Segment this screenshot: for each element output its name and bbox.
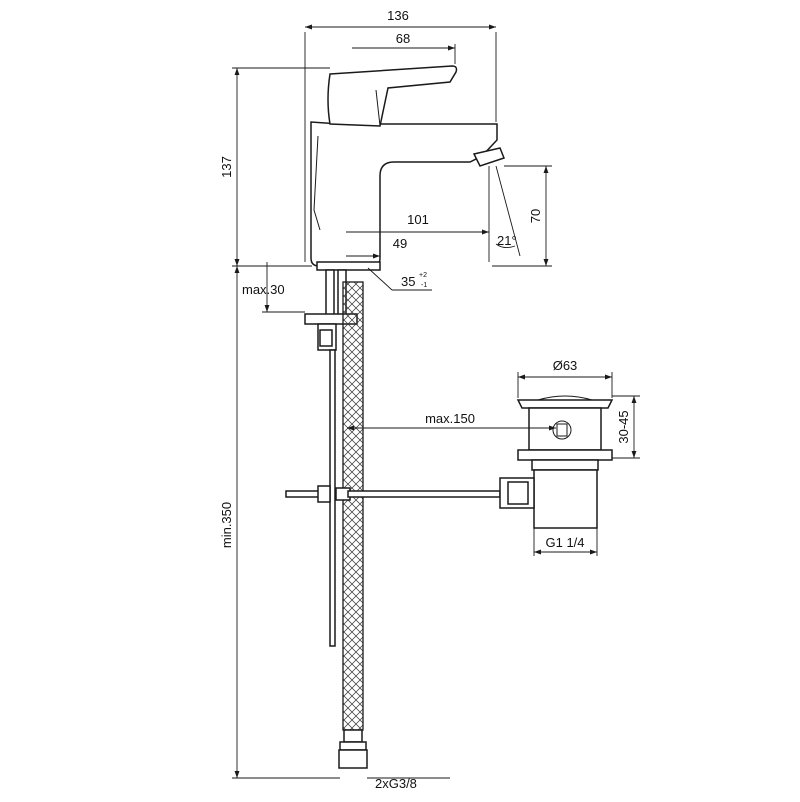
dim-rod-length: max.150	[347, 411, 556, 431]
label-21: 21°	[497, 233, 517, 248]
label-68: 68	[396, 31, 410, 46]
dim-spout-reach: 101	[346, 166, 490, 262]
faucet-body	[310, 65, 505, 271]
label-35: 35	[401, 274, 415, 289]
dim-aerator-angle: 21°	[495, 165, 521, 257]
label-101: 101	[407, 212, 429, 227]
label-min350: min.350	[219, 502, 234, 548]
dim-overall-width: 136	[304, 8, 497, 262]
shank-hoses	[304, 269, 368, 769]
dim-aerator-height: 70	[492, 165, 552, 267]
dim-lever-width: 68	[352, 31, 456, 64]
label-35-tol-plus: +2	[419, 272, 427, 279]
dim-waste-thread: G1 1/4	[533, 528, 598, 556]
popup-rod	[285, 485, 501, 503]
dim-hose-length: min.350	[219, 266, 340, 779]
dim-waste-height: 30-45	[612, 395, 640, 459]
label-d63: Ø63	[553, 358, 578, 373]
dim-height: 137	[219, 67, 330, 267]
label-max150: max.150	[425, 411, 475, 426]
label-49: 49	[393, 236, 407, 251]
label-136: 136	[387, 8, 409, 23]
waste-fitting	[499, 395, 614, 529]
label-g1-14: G1 1/4	[545, 535, 584, 550]
dim-base-offset: 49	[346, 236, 407, 259]
label-2xg38: 2xG3/8	[375, 776, 417, 791]
dim-deck-thickness: max.30	[242, 262, 305, 313]
label-max30: max.30	[242, 282, 285, 297]
dim-waste-diameter: Ø63	[517, 358, 613, 398]
dim-hose-connection: 2xG3/8	[367, 776, 450, 791]
label-30-45: 30-45	[616, 410, 631, 443]
label-70: 70	[528, 209, 543, 223]
label-35-tol-minus: -1	[421, 282, 427, 289]
dim-deck-hole: 35 +2 -1	[367, 267, 432, 291]
label-137: 137	[219, 156, 234, 178]
